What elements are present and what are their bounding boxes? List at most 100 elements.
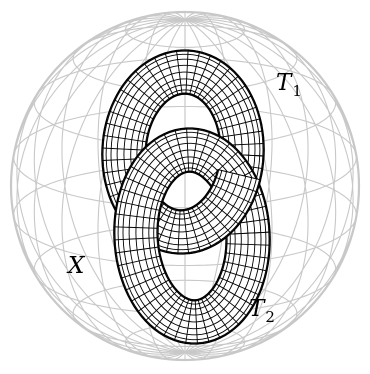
torus-ring (109, 110, 151, 127)
torus-longitude (186, 174, 240, 233)
label-t1: T1 (276, 70, 302, 100)
torus-longitude (184, 171, 227, 220)
torus-ring (165, 209, 177, 253)
torus-ring (221, 269, 264, 284)
sphere-meridian (16, 19, 186, 354)
torus-ring (117, 255, 161, 267)
torus-longitude (187, 177, 253, 245)
torus-ring (212, 184, 253, 204)
torus-ring (120, 264, 164, 279)
torus-longitude (188, 178, 257, 250)
torus-ring (114, 237, 159, 241)
torus-ring (189, 51, 201, 95)
torus-ring (207, 292, 240, 326)
sphere-meridian (184, 19, 354, 354)
sphere-meridian (16, 18, 186, 353)
torus-ring (200, 298, 221, 339)
torus-ring (215, 283, 254, 307)
torus-ring (212, 95, 253, 117)
torus-ring (225, 243, 271, 246)
sphere-meridian (97, 19, 186, 359)
torus-ring (143, 63, 171, 100)
torus-ring (114, 213, 159, 220)
torus-ring (103, 134, 147, 143)
torus-longitude (183, 169, 219, 211)
torus-longitude (188, 179, 260, 253)
torus-ring (186, 128, 190, 173)
torus-ring (120, 188, 163, 203)
torus-ring (153, 294, 182, 330)
torus-longitude (183, 169, 220, 212)
torus-ring (204, 296, 231, 333)
torus-ring (183, 209, 190, 254)
sphere-meridian (184, 18, 354, 353)
torus-ring (197, 60, 222, 99)
torus-ring (191, 207, 212, 247)
sphere-parallel (72, 279, 298, 347)
sphere-parallel (13, 105, 357, 209)
torus-ring (208, 190, 247, 215)
torus-ring (126, 79, 162, 108)
torus-ring (205, 75, 239, 106)
sphere-meridian (184, 19, 337, 355)
torus-ring (197, 299, 210, 343)
torus-ring (125, 272, 167, 291)
torus-ring (163, 297, 186, 336)
sphere-meridian (61, 19, 186, 357)
torus-ring (195, 204, 222, 242)
sphere-meridian (184, 17, 337, 353)
torus-ring (173, 298, 190, 341)
torus-ring (208, 85, 247, 111)
torus-ring (223, 261, 267, 272)
torus-ring (174, 129, 187, 173)
torus-ring (225, 252, 270, 259)
torus-ring (218, 276, 260, 296)
torus-ring (113, 226, 159, 229)
torus-ring (185, 50, 189, 95)
torus-ring (198, 136, 221, 175)
torus-ring (153, 139, 180, 176)
torus-longitude (188, 179, 262, 255)
torus-ring (130, 165, 169, 189)
torus-ring (124, 176, 166, 196)
sphere-meridian (33, 19, 186, 355)
label-x: X (66, 253, 86, 279)
torus-ring (215, 176, 258, 193)
torus-ring (144, 290, 178, 322)
torus-ring (217, 118, 261, 130)
torus-ring (204, 196, 240, 225)
torus-ring (217, 169, 261, 181)
torus-ring (191, 128, 199, 173)
torus-t1-overlap (183, 169, 262, 255)
torus-ring (115, 246, 159, 254)
sphere-parallel (72, 25, 298, 93)
torus-ring (206, 150, 240, 182)
torus-ring (201, 67, 231, 102)
torus-ring (137, 285, 174, 312)
torus-ring (215, 106, 257, 123)
torus-longitude (184, 170, 223, 215)
torus-ring (225, 231, 270, 235)
torus-ring (194, 299, 198, 344)
torus-ring (194, 131, 211, 174)
torus-longitude (185, 172, 233, 226)
torus-ring (219, 130, 263, 138)
torus-ring (176, 50, 183, 95)
torus-ring (164, 52, 179, 96)
torus-ring (202, 142, 231, 178)
torus-ring (185, 299, 193, 344)
torus-ring (130, 279, 170, 302)
sphere-meridian (33, 17, 186, 353)
torus-ring (134, 70, 166, 104)
torus-ring (211, 288, 248, 317)
torus-ring (187, 208, 201, 252)
torus-ring (177, 209, 181, 254)
torus-ring (117, 200, 161, 211)
torus-ring (163, 133, 184, 174)
torus-ring (144, 146, 177, 180)
torus-ring (136, 155, 173, 184)
sphere-parallel (124, 11, 246, 48)
torus-longitude (186, 176, 247, 239)
torus-ring (105, 122, 149, 135)
